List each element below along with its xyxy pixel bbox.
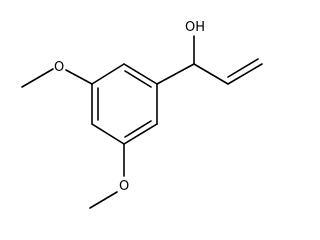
bond-o-top-to-methyl xyxy=(21,68,54,88)
ring-bond-c4-c5 xyxy=(91,123,125,145)
oxygen-label-bottom: O xyxy=(119,179,129,194)
oxygen-label-top: O xyxy=(54,60,64,75)
bond-vinyl-double xyxy=(227,58,259,78)
bond-carbinol-to-vinyl xyxy=(193,63,229,85)
ring-double-bond-c1-c2 xyxy=(124,70,152,88)
bond-o-bottom-to-methyl xyxy=(89,191,118,209)
hydroxyl-label: OH xyxy=(185,20,205,35)
bond-ring-to-o-top xyxy=(65,69,93,85)
methoxy-group-top xyxy=(21,68,93,88)
ring-bond-c6-c1 xyxy=(91,63,125,85)
benzene-ring xyxy=(91,63,158,145)
bond-ring-to-carbinol xyxy=(156,63,195,85)
bond-vinyl-single xyxy=(227,63,263,85)
methoxy-group-bottom xyxy=(89,143,125,209)
ring-bond-c1-c2 xyxy=(123,63,158,85)
allyl-alcohol-chain xyxy=(156,35,263,85)
ring-bond-c3-c4 xyxy=(123,123,158,145)
chemical-structure-diagram: OH O O xyxy=(21,20,263,209)
ring-double-bond-c3-c4 xyxy=(124,120,152,138)
